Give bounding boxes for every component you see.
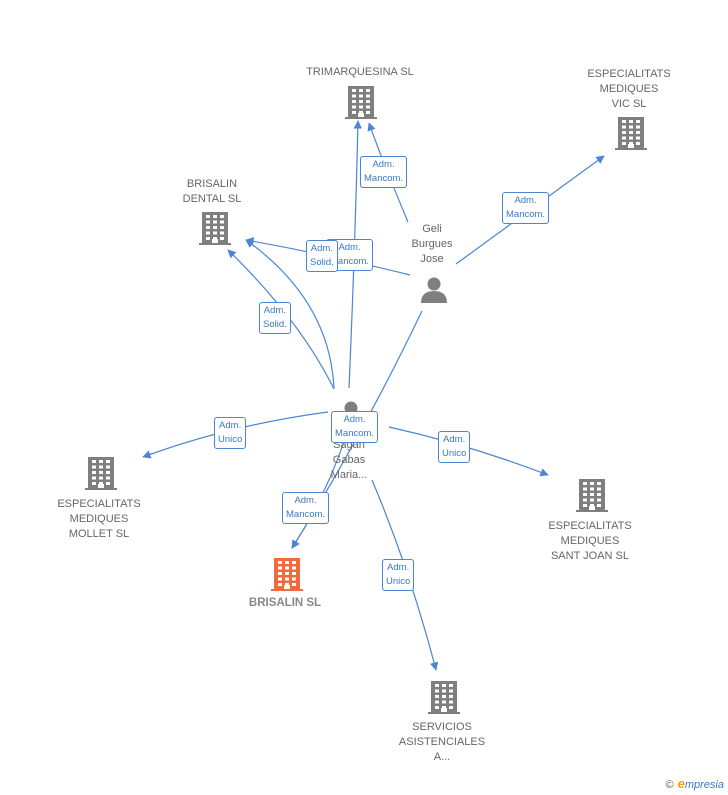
edge-role-label-line: Mancom. — [286, 509, 326, 520]
edge-role-label-line: Adm. — [310, 243, 333, 254]
building-icon — [345, 86, 377, 119]
building-icon — [85, 457, 117, 490]
brand-logo-text: mpresia — [684, 779, 724, 791]
node-label-line: DENTAL SL — [183, 193, 242, 205]
node-label-line: ESPECIALITATS — [587, 68, 670, 80]
building-icon — [428, 681, 460, 714]
node-label-line: Gabas — [333, 454, 366, 466]
building-icon — [271, 558, 303, 591]
edge-role-label-line: Adm. — [294, 495, 317, 506]
edge-role-label-line: Mancom. — [506, 209, 546, 220]
edge-role-label[interactable]: Adm. Mancom. — [502, 192, 550, 224]
edge-role-label[interactable]: Adm. Unico — [438, 431, 471, 463]
copyright-symbol: © — [665, 779, 674, 791]
node-label-line: MEDIQUES — [561, 535, 620, 547]
node-label-line: BRISALIN SL — [249, 597, 321, 609]
edge-role-label-line: Mancom. — [364, 173, 404, 184]
node-sant_joan[interactable]: ESPECIALITATS MEDIQUES SANT JOAN SL — [548, 479, 632, 562]
node-label-line: ESPECIALITATS — [57, 498, 140, 510]
edge-role-label-line: Adm. — [343, 414, 366, 425]
edge-role-label-line: Adm. — [372, 159, 395, 170]
edge-role-label-line: Unico — [442, 448, 467, 459]
node-label-line: Burgues — [412, 238, 453, 250]
node-label: TRIMARQUESINA SL — [306, 66, 414, 78]
building-icon — [615, 117, 647, 150]
edge-role-label-line: Unico — [386, 576, 411, 587]
node-label-line: VIC SL — [612, 98, 647, 110]
node-label-line: Geli — [422, 223, 442, 235]
edge-role-label-line: Adm. — [219, 420, 242, 431]
node-label-line: ASISTENCIALES — [399, 736, 485, 748]
edge-role-label[interactable]: Adm. Mancom. — [360, 156, 408, 188]
edge-role-label[interactable]: Adm. Unico — [382, 559, 415, 591]
person-icon — [421, 277, 447, 303]
node-label: ESPECIALITATS MEDIQUES MOLLET SL — [57, 498, 140, 540]
edge-role-label-line: Mancom. — [330, 256, 370, 267]
node-label: BRISALIN DENTAL SL — [183, 178, 242, 205]
node-label-line: SANT JOAN SL — [551, 550, 629, 562]
nodes-layer: TRIMARQUESINA SL ESPECIALITATS MEDIQUES VIC… — [57, 66, 670, 763]
node-vic[interactable]: ESPECIALITATS MEDIQUES VIC SL — [587, 68, 671, 150]
node-label-line: TRIMARQUESINA SL — [306, 66, 414, 78]
edge-role-label-line: Adm. — [338, 242, 361, 253]
brand-logo-initial: e — [677, 776, 685, 791]
node-brisalin[interactable]: BRISALIN SL — [249, 558, 321, 609]
edge-role-label-line: Unico — [218, 434, 243, 445]
node-label-line: ESPECIALITATS — [548, 520, 631, 532]
edge-role-label[interactable]: Adm. Solid. — [259, 302, 291, 334]
node-mollet[interactable]: ESPECIALITATS MEDIQUES MOLLET SL — [57, 457, 141, 540]
edge-role-label-line: Adm. — [514, 195, 537, 206]
node-label-line: BRISALIN — [187, 178, 237, 190]
node-label-line: MEDIQUES — [600, 83, 659, 95]
node-label-line: A... — [434, 751, 451, 763]
edge-role-label-line: Solid. — [263, 319, 287, 330]
node-label: ESPECIALITATS MEDIQUES SANT JOAN SL — [548, 520, 631, 562]
edge-role-label-line: Adm. — [263, 305, 286, 316]
node-label-line: Maria... — [331, 469, 368, 481]
node-label-line: MEDIQUES — [70, 513, 129, 525]
node-servicios[interactable]: SERVICIOS ASISTENCIALES A... — [399, 681, 485, 763]
edge-role-label-line: Adm. — [387, 562, 410, 573]
edge-sagan-to-brisalin_dental — [245, 239, 335, 390]
edge-role-label[interactable]: Adm. Unico — [214, 417, 247, 449]
watermark: ©empresia — [666, 776, 724, 791]
edge-role-label[interactable]: Adm. Mancom. — [331, 411, 379, 443]
building-icon — [199, 212, 231, 245]
edge-role-label[interactable]: Adm. Mancom. — [282, 492, 330, 524]
node-trimarquesina[interactable]: TRIMARQUESINA SL — [306, 66, 414, 119]
edge-role-label-line: Solid. — [310, 257, 334, 268]
node-label: ESPECIALITATS MEDIQUES VIC SL — [587, 68, 670, 110]
edge-role-label-line: Adm. — [443, 434, 466, 445]
node-label: SERVICIOS ASISTENCIALES A... — [399, 721, 485, 763]
node-label-line: SERVICIOS — [412, 721, 472, 733]
node-label: BRISALIN SL — [249, 597, 321, 609]
node-brisalin_dental[interactable]: BRISALIN DENTAL SL — [183, 178, 242, 245]
building-icon — [576, 479, 608, 512]
edge-role-label-line: Mancom. — [335, 428, 375, 439]
node-label-line: MOLLET SL — [69, 528, 129, 540]
node-label-line: Jose — [420, 253, 443, 265]
edge-role-label[interactable]: Adm. Solid. — [306, 240, 338, 272]
